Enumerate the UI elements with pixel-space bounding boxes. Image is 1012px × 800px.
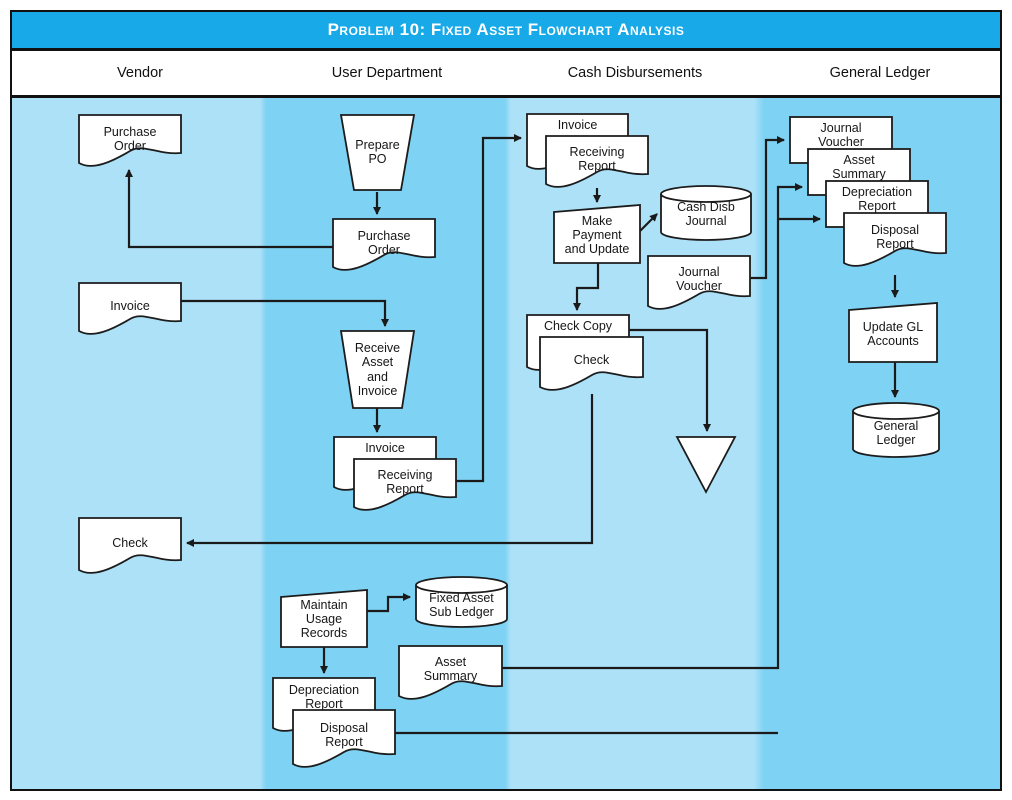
gl-depreciation-report-label: Depreciation Report: [841, 185, 913, 214]
vendor-check-label: Check: [112, 535, 148, 550]
cash-disb-journal-label: Cash Disb Journal: [677, 199, 735, 228]
title-bar: Problem 10: Fixed Asset Flowchart Analys…: [12, 12, 1000, 51]
column-header-general-ledger: General Ledger: [829, 65, 931, 81]
user-invoice-label: Invoice: [365, 441, 405, 455]
general-ledger-label: General Ledger: [873, 418, 919, 447]
cash-invoice-label: Invoice: [557, 118, 598, 132]
user-receiving-report-label: Receiving Report: [377, 467, 433, 496]
column-header-user-department: User Department: [331, 65, 443, 81]
user-asset-summary-label: Asset Summary: [423, 654, 478, 683]
receive-asset-label: Receive Asset and Invoice: [354, 341, 401, 398]
maintain-usage-label: Maintain Usage Records: [300, 597, 348, 641]
user-disposal-report-label: Disposal Report: [320, 720, 368, 749]
check-copy-label: Check Copy: [543, 319, 613, 333]
check-label: Check: [573, 352, 610, 367]
column-header-cash-disbursements: Cash Disbursements: [567, 65, 703, 81]
page-title: Problem 10: Fixed Asset Flowchart Analys…: [327, 20, 685, 39]
cash-receiving-report-label: Receiving Report: [569, 144, 625, 173]
gl-journal-voucher-label: Journal Voucher: [818, 121, 864, 150]
update-gl-label: Update GL Accounts: [862, 319, 924, 348]
user-depreciation-report-label: Depreciation Report: [288, 683, 360, 712]
prepare-po-label: Prepare PO: [355, 137, 400, 166]
vendor-invoice-label: Invoice: [110, 298, 150, 313]
gl-asset-summary-label: Asset Summary: [832, 153, 886, 182]
make-payment-label: Make Payment and Update: [564, 213, 630, 257]
user-purchase-order-label: Purchase Order: [357, 228, 411, 257]
cash-journal-voucher-label: Journal Voucher: [676, 264, 722, 293]
vendor-purchase-order-label: Purchase Order: [103, 124, 157, 153]
column-header-vendor: Vendor: [117, 65, 163, 81]
fixed-asset-subledger-label: Fixed Asset Sub Ledger: [429, 590, 494, 619]
gl-disposal-report-label: Disposal Report: [871, 222, 919, 251]
column-header-band: Vendor User Department Cash Disbursement…: [12, 51, 1000, 98]
